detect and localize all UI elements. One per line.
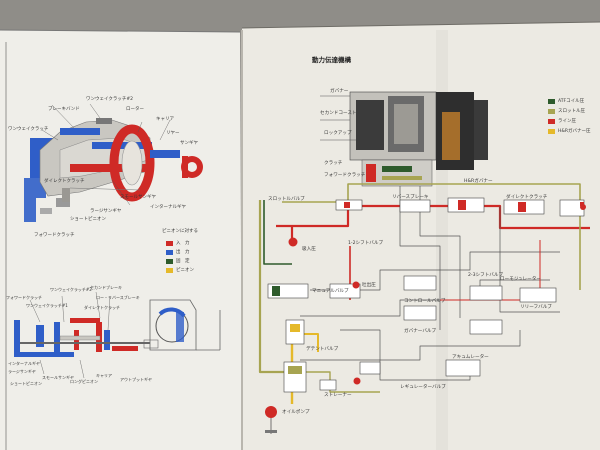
label-forward-clutch-r: フォワードクラッチ xyxy=(324,173,366,178)
label-hr-governor: H&Rガバナー xyxy=(464,179,493,184)
label-short-pinion: ショートピニオン xyxy=(70,217,106,222)
label-brake-band: ブレーキバンド xyxy=(48,107,80,112)
label-rotor: ローター xyxy=(126,107,144,112)
legend-swatch xyxy=(166,267,173,273)
label-rear: リヤー xyxy=(166,131,180,136)
legend-swatch xyxy=(166,258,173,264)
legend-item-input: 入 力 xyxy=(166,240,190,246)
label-one-way-clutch-2: ワンウェイクラッチ#2 xyxy=(86,97,134,102)
label-b-output-gear: アウトプットギヤ xyxy=(120,377,152,382)
label-b-internal-gear: インターナルギヤ xyxy=(8,361,40,366)
label-manual-valve: マニュアルバルブ xyxy=(312,289,349,294)
label-b-forward-clutch: フォワードクラッチ xyxy=(6,295,42,300)
label-regulator-valve: レギュレーターバルブ xyxy=(400,385,446,390)
legend-swatch xyxy=(548,98,555,104)
label-control-valve: コントロールバルブ xyxy=(404,299,446,304)
label-b-long-pinion: ロングピニオン xyxy=(70,379,98,384)
label-direct-clutch-r: ダイレクトクラッチ xyxy=(506,195,548,200)
label-accumulator: アキュムレーター xyxy=(452,355,489,360)
label-reverse-brake: リバースブレーキ xyxy=(392,195,429,200)
legend-item-pinion: ピニオン xyxy=(166,267,194,273)
legend-swatch xyxy=(548,118,555,124)
label-clutch: クラッチ xyxy=(324,161,343,166)
label-discharge-pressure: 吐出圧 xyxy=(362,283,376,288)
legend-swatch xyxy=(166,240,173,246)
label-b-one-way-clutch-1: ワンウェイクラッチ#1 xyxy=(26,303,68,308)
label-second-coast: セカンドコースト xyxy=(320,111,357,116)
label-b-short-pinion: ショートピニオン xyxy=(10,381,42,386)
label-b-low-reverse-brake: ロー・リバースブレーキ xyxy=(96,295,140,300)
label-relief-valve: リリーフバルブ xyxy=(520,305,552,310)
legend-swatch xyxy=(166,249,173,255)
label-b-second-brake: セカンドブレーキ xyxy=(90,285,122,290)
label-forward-clutch: フォワードクラッチ xyxy=(34,233,75,238)
label-throttle-valve: スロットルバルブ xyxy=(268,197,305,202)
legend-item-output: 出 力 xyxy=(166,249,190,255)
upper-gearset-illustration xyxy=(24,103,203,222)
label-one-way-clutch: ワンウェイクラッチ xyxy=(8,127,49,132)
transmission-cutaway xyxy=(320,91,488,187)
label-b-one-way-clutch-2: ワンウェイクラッチ#2 xyxy=(50,287,92,292)
lower-gearset-schematic xyxy=(14,291,221,379)
right-legend-item-3: ライン圧 xyxy=(548,118,576,124)
valve-blocks xyxy=(265,197,586,434)
label-oil-pump: オイルポンプ xyxy=(282,410,310,415)
label-low-modulator: ローモジュレーター xyxy=(500,277,541,282)
legend-swatch xyxy=(548,128,555,134)
label-internal-gear: インターナルギヤ xyxy=(150,205,186,210)
right-legend-item-4: H&Rガバナー圧 xyxy=(548,128,591,134)
label-detent-valve: デテントバルブ xyxy=(306,347,339,352)
legend-title: ピニオンに対する xyxy=(162,229,198,234)
label-b-carrier: キャリア xyxy=(96,373,112,378)
label-large-sun-gear: ラージサンギヤ xyxy=(90,209,122,214)
label-b-direct-clutch: ダイレクトクラッチ xyxy=(84,305,120,310)
label-suction-pressure: 吸入圧 xyxy=(302,247,316,252)
label-1-2-shift-valve: 1-2シフトバルブ xyxy=(348,241,384,246)
label-small-sun-gear: スモールサンギヤ xyxy=(120,195,156,200)
legend-item-fixed: 固 定 xyxy=(166,258,190,264)
right-legend-item-2: スロットル圧 xyxy=(548,108,585,114)
legend-swatch xyxy=(548,108,555,114)
label-b-large-sun-gear: ラージサンギヤ xyxy=(8,369,36,374)
label-governor: ガバナー xyxy=(330,89,349,94)
label-lockup: ロックアップ xyxy=(324,131,352,136)
label-governor-valve: ガバナーバルブ xyxy=(404,329,437,334)
label-b-small-sun-gear: スモールサンギヤ xyxy=(42,375,74,380)
diagram-title: 動力伝達機構 xyxy=(312,56,351,64)
label-2-3-shift-valve: 2-3シフトバルブ xyxy=(468,273,504,278)
label-sun-gear: サンギヤ xyxy=(180,141,198,146)
label-direct-clutch: ダイレクトクラッチ xyxy=(44,179,85,184)
label-carrier: キャリア xyxy=(156,117,174,122)
right-legend-item-1: ATFコイル圧 xyxy=(548,98,584,104)
label-strainer: ストレーナー xyxy=(324,393,352,398)
